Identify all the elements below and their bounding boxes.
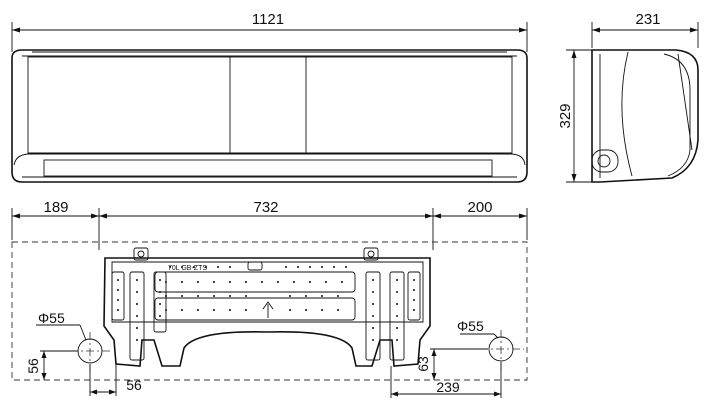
right-hole-height-label: 63 (415, 356, 431, 372)
depth-label: 231 (635, 11, 660, 28)
left-hole-height-label: 56 (25, 358, 41, 374)
right-hole-horiz-label: 239 (436, 379, 460, 395)
height-label: 329 (557, 103, 574, 128)
left-hole-dia-label: Φ55 (38, 310, 65, 326)
plate-label: 70L GB-ZTS (168, 265, 207, 272)
plate-dimensions: 189 732 200 (11, 199, 528, 250)
left-pipe-hole: Φ55 56 56 (25, 310, 142, 396)
left-hole-horiz-label: 56 (126, 377, 142, 393)
right-hole-dia-label: Φ55 (457, 318, 484, 334)
width-label: 1121 (252, 11, 284, 28)
left-offset-label: 189 (43, 199, 68, 216)
width-dimension: 1121 (11, 11, 528, 52)
right-pipe-hole: Φ55 63 239 (390, 318, 524, 398)
front-view-unit (11, 49, 528, 183)
height-dimension: 329 (557, 49, 600, 183)
mounting-plate: 70L GB-ZTS (103, 247, 431, 367)
plate-width-label: 732 (253, 199, 278, 216)
unit-outline-dashed (11, 241, 528, 381)
side-view-dimension: 231 (591, 11, 699, 48)
plate-holes (117, 266, 415, 341)
right-offset-label: 200 (467, 199, 492, 216)
side-view-unit (591, 49, 699, 183)
